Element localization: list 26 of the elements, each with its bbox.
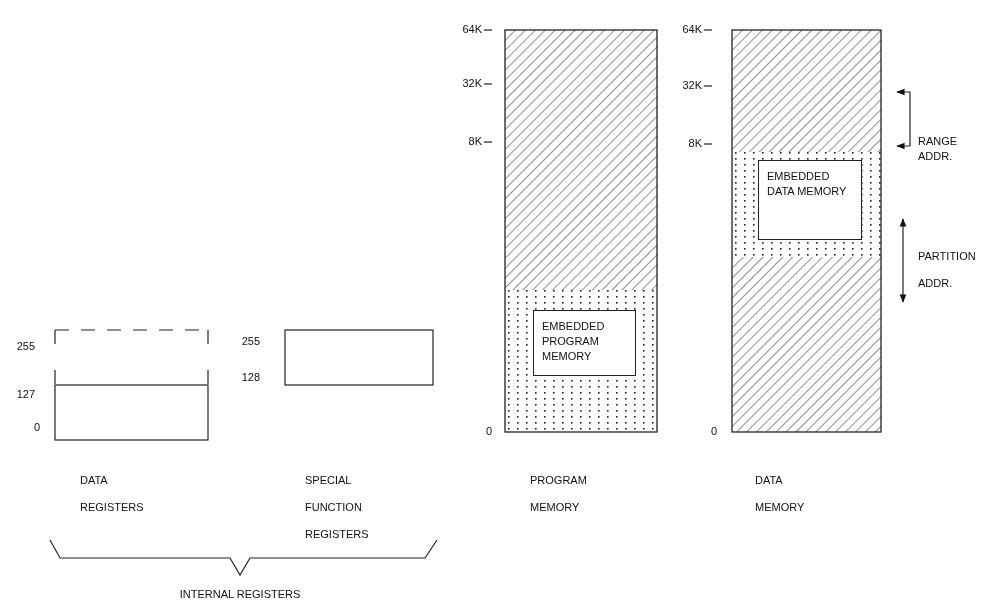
column-caption: DATA REGISTERS [80,473,145,515]
address-label: 8K [467,134,482,149]
address-label: 255 [15,339,35,354]
address-label: 255 [240,334,260,349]
address-label: SPECIAL FUNCTION REGISTERS [305,473,370,542]
column-caption: DATA MEMORY [755,473,806,515]
memory-block: EMBEDDED PROGRAM MEMORY [533,310,636,376]
register-block [285,330,433,385]
memory-block: EMBEDDED DATA MEMORY [758,160,862,240]
address-label: 0 [32,420,40,435]
address-label: 0 [484,424,492,439]
register-block [55,330,208,440]
memory-column [505,30,657,432]
column-caption: PROGRAM MEMORY [530,473,588,515]
address-label: 64K [461,22,482,37]
address-label: 32K [681,78,702,93]
address-label: RANGE ADDR. [918,134,959,164]
memory-column [732,30,881,432]
address-label: 127 [15,387,35,402]
address-label: INTERNAL REGISTERS [178,587,302,602]
address-label: 0 [709,424,717,439]
address-label: 32K [461,76,482,91]
address-label: PARTITION ADDR. [918,249,977,291]
address-label: 64K [681,22,702,37]
address-label: 128 [240,370,260,385]
address-label: 8K [687,136,702,151]
